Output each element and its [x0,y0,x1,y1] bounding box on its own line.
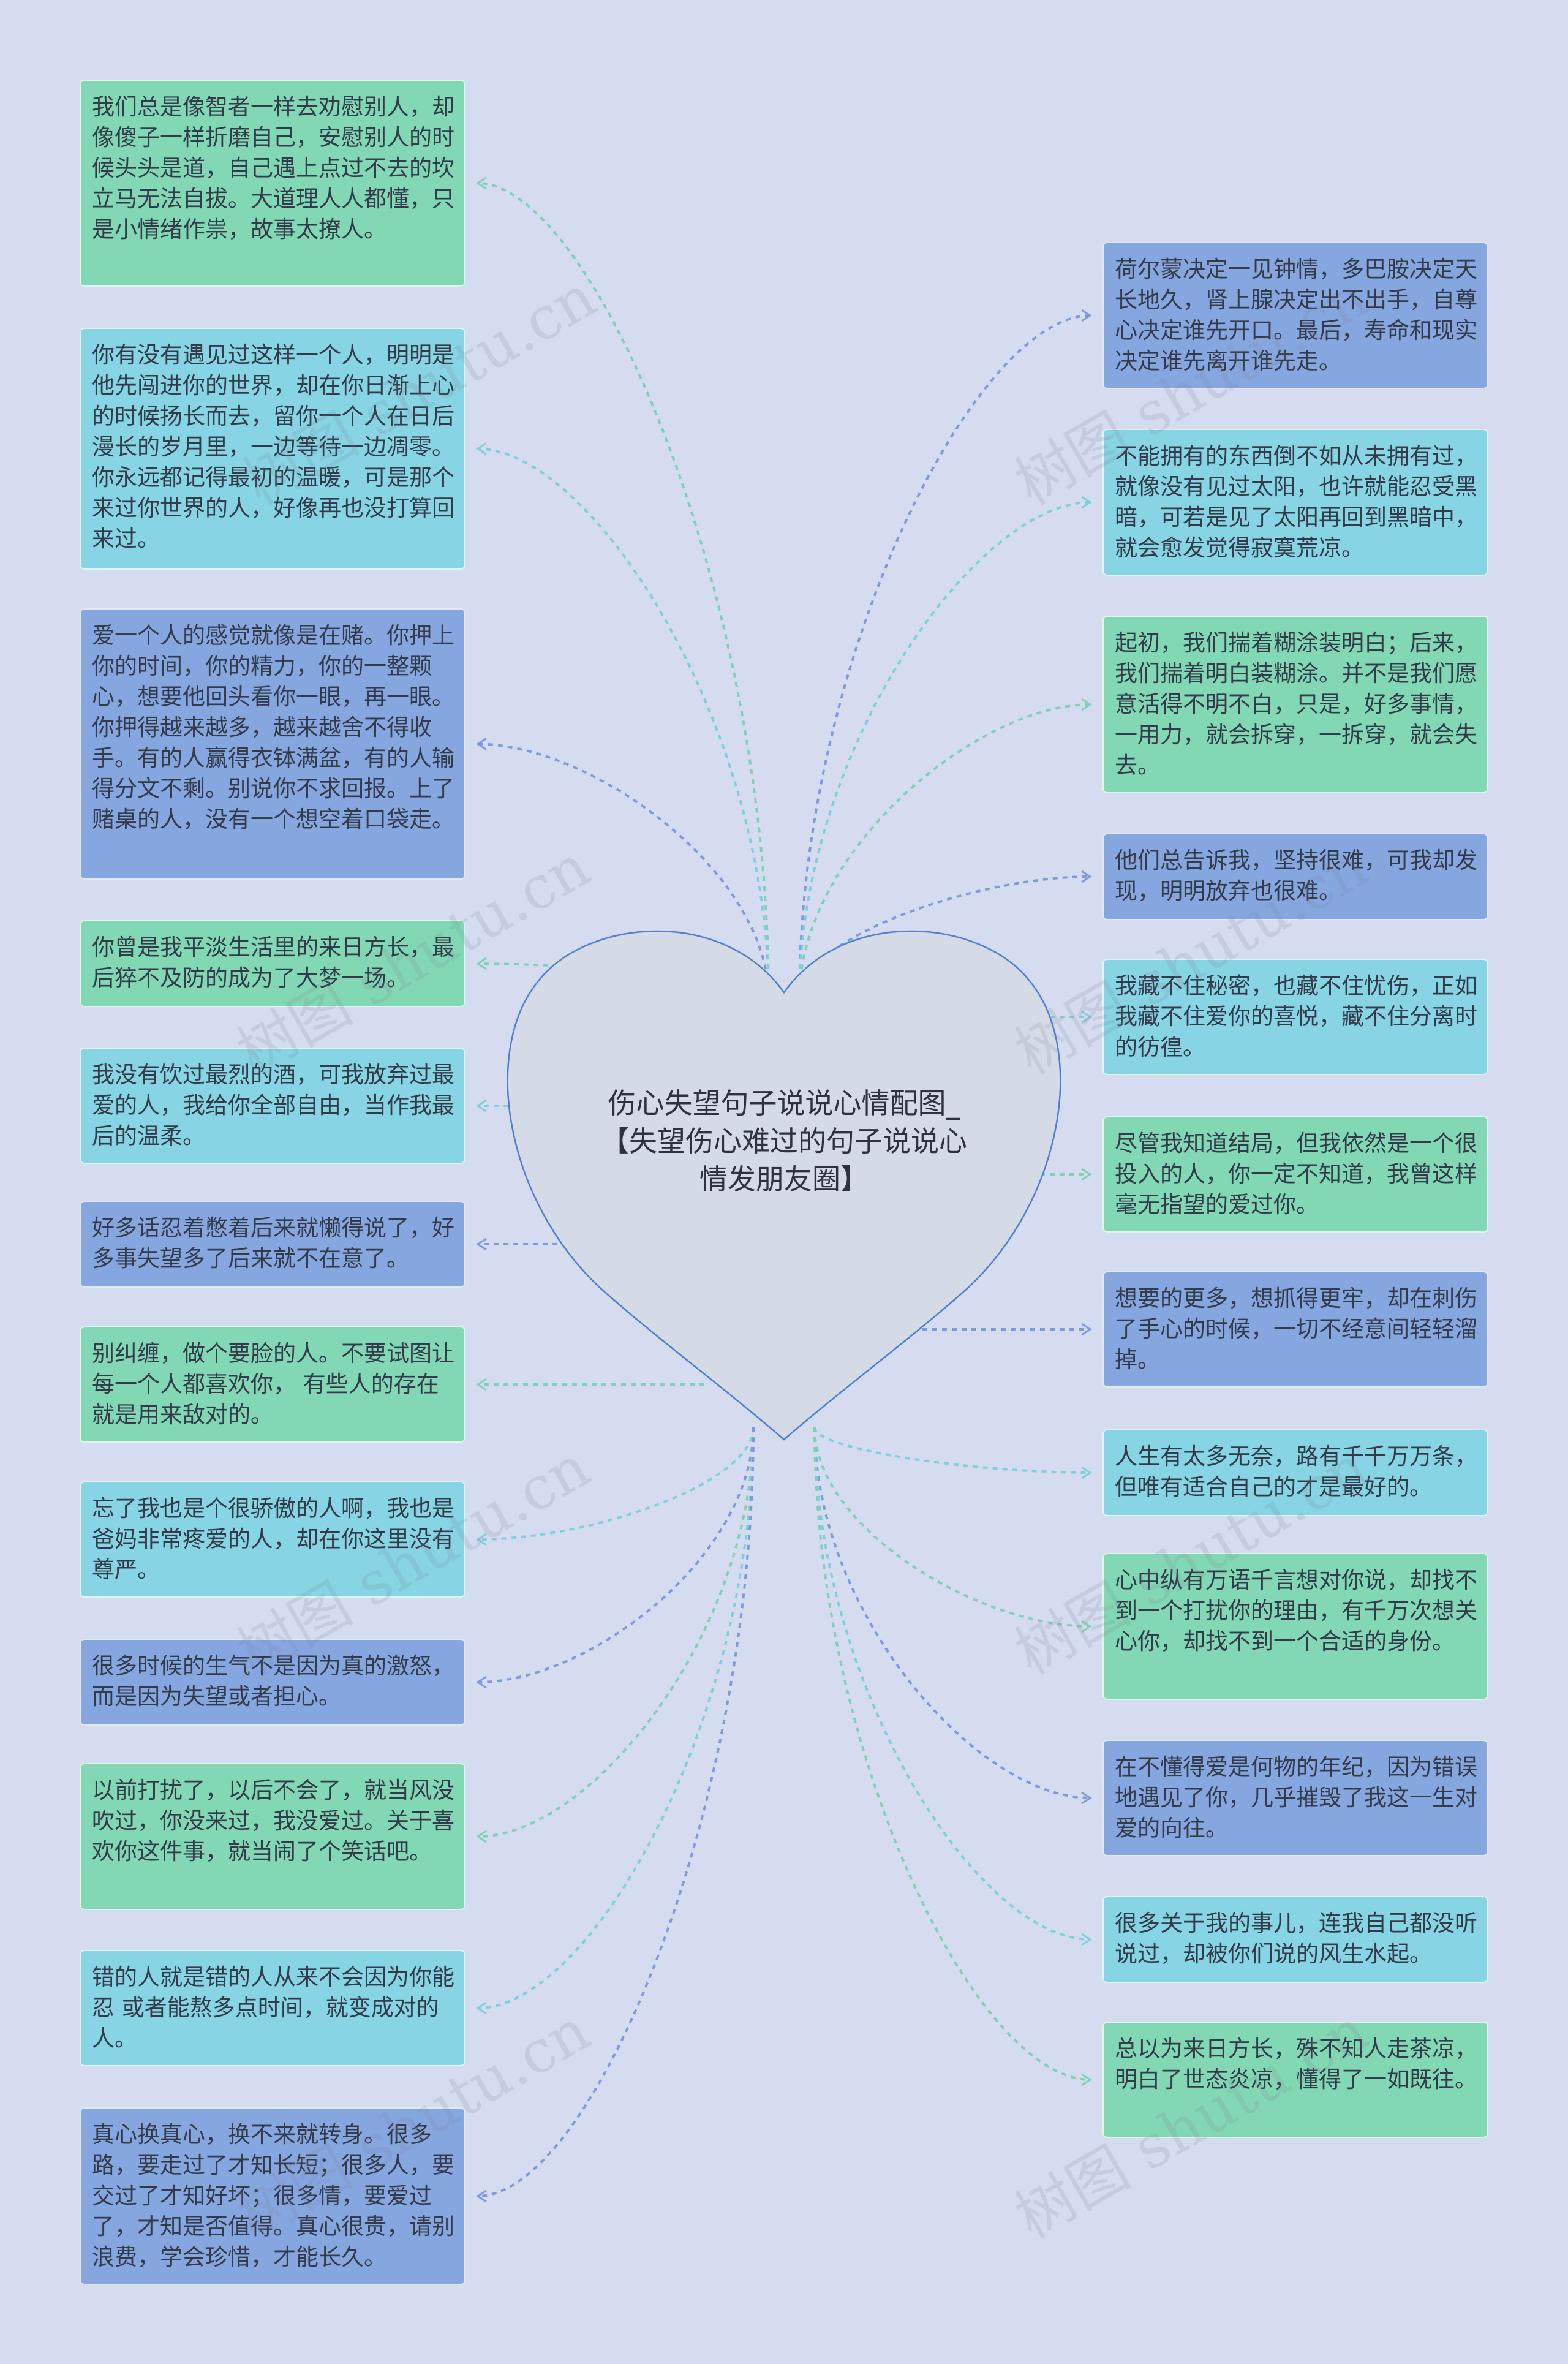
left-topic-node[interactable]: 我们总是像智者一样去劝慰别人，却像傻子一样折磨自己，安慰别人的时候头头是道，自己… [80,80,466,287]
connector-arrow [1081,1010,1092,1024]
connector-line [798,703,1091,999]
connector-arrow [1081,1791,1092,1805]
connector-arrow [476,1830,487,1843]
right-topic-node[interactable]: 不能拥有的东西倒不如从未拥有过，就像没有见过太阳，也许就能忍受黑暗，可若是见了太… [1102,429,1488,576]
connector-line [477,1427,755,1683]
connector-arrow [1081,309,1092,322]
left-topic-node[interactable]: 错的人就是错的人从来不会因为你能忍 或者能熬多点时间，就变成对的人。 [80,1950,466,2066]
connector-arrow [476,2189,487,2203]
connector-line [813,1427,1091,1474]
left-topic-node[interactable]: 爱一个人的感觉就像是在赌。你押上你的时间，你的精力，你的一整颗心，想要他回头看你… [80,608,466,880]
connector-line [477,1427,755,2009]
connector-arrow [476,1533,487,1546]
left-topic-node[interactable]: 忘了我也是个很骄傲的人啊，我也是爸妈非常疼爱的人，却在你这里没有尊严。 [80,1481,466,1598]
connector-line [477,1427,755,1541]
right-topic-node[interactable]: 很多关于我的事儿，连我自己都没听说过，却被你们说的风生水起。 [1102,1896,1488,1983]
right-topic-node[interactable]: 在不懂得爱是何物的年纪，因为错误地遇见了你，几乎摧毁了我这一生对爱的向往。 [1102,1740,1488,1856]
left-topic-node[interactable]: 你有没有遇见过这样一个人，明明是他先闯进你的世界，却在你日渐上心的时候扬长而去，… [80,328,466,570]
connector-arrow [1081,1933,1092,1946]
connector-arrow [1081,1323,1092,1336]
connector-arrow [1081,870,1092,883]
connector-line [798,875,1091,999]
left-topic-node[interactable]: 真心换真心，换不来就转身。很多路，要走过了才知长短；很多人，要交过了才知好坏；很… [80,2107,466,2285]
right-topic-node[interactable]: 荷尔蒙决定一见钟情，多巴胺决定天长地久，肾上腺决定出不出手，自尊心决定谁先开口。… [1102,242,1488,389]
connector-arrow [1081,698,1092,711]
right-topic-node[interactable]: 他们总告诉我，坚持很难，可我却发现，明明放弃也很难。 [1102,833,1488,920]
right-topic-node[interactable]: 总以为来日方长，殊不知人走茶凉，明白了世态炎凉，懂得了一如既往。 [1102,2022,1488,2138]
right-topic-node[interactable]: 我藏不住秘密，也藏不住忧伤，正如我藏不住爱你的喜悦，藏不住分离时的彷徨。 [1102,959,1488,1075]
connector-arrow [476,1237,487,1251]
connector-arrow [476,738,487,750]
connector-line [813,1427,1091,2081]
connector-line [477,182,770,999]
connector-arrow [476,1378,487,1391]
right-topic-node[interactable]: 尽管我知道结局，但我依然是一个很投入的人，你一定不知道，我曾这样毫无指望的爱过你… [1102,1116,1488,1233]
connector-arrow [476,1099,487,1112]
connector-line [477,1427,755,1838]
connector-line [477,1427,755,2197]
left-topic-node[interactable]: 别纠缠，做个要脸的人。不要试图让每一个人都喜欢你， 有些人的存在就是用来敌对的。 [80,1326,466,1443]
right-topic-node[interactable]: 心中纵有万语千言想对你说，却找不到一个打扰你的理由，有千万次想关心你，却找不到一… [1102,1553,1488,1700]
connector-arrow [1081,1620,1092,1633]
connector-arrow [476,957,487,970]
connector-line [813,1427,1091,1628]
right-topic-node[interactable]: 想要的更多，想抓得更牢，却在刺伤了手心的时候，一切不经意间轻轻溜掉。 [1102,1271,1488,1388]
connector-arrow [1081,496,1092,509]
connector-arrow [1081,2073,1092,2086]
left-topic-node[interactable]: 我没有饮过最烈的酒，可我放弃过最爱的人，我给你全部自由，当作我最后的温柔。 [80,1048,466,1164]
connector-arrow [476,1675,487,1689]
connector-arrow [1081,1466,1092,1479]
connector-line [477,447,770,999]
left-topic-node[interactable]: 很多时候的生气不是因为真的激怒，而是因为失望或者担心。 [80,1639,466,1726]
left-topic-node[interactable]: 以前打扰了，以后不会了，就当风没吹过，你没来过，我没爱过。关于喜欢你这件事，就当… [80,1763,466,1910]
left-topic-node[interactable]: 你曾是我平淡生活里的来日方长，最后猝不及防的成为了大梦一场。 [80,920,466,1007]
left-topic-node[interactable]: 好多话忍着憋着后来就懒得说了，好多事失望多了后来就不在意了。 [80,1201,466,1288]
connector-arrow [476,442,487,455]
connector-arrow [476,2001,487,2015]
connector-line [477,742,770,999]
connector-line [798,501,1091,999]
connector-line [798,314,1091,999]
right-topic-node[interactable]: 起初，我们揣着糊涂装明白；后来，我们揣着明白装糊涂。并不是我们愿意活得不明不白，… [1102,616,1488,793]
connector-line [813,1427,1091,1941]
connector-arrow [476,176,487,190]
connector-arrow [1081,1168,1092,1181]
center-topic[interactable]: 伤心失望句子说说心情配图_【失望伤心难过的句子说说心情发朋友圈】 [601,1087,967,1196]
right-topic-node[interactable]: 人生有太多无奈，路有千千万万条，但唯有适合自己的才是最好的。 [1102,1429,1488,1516]
connector-line [813,1427,1091,1799]
